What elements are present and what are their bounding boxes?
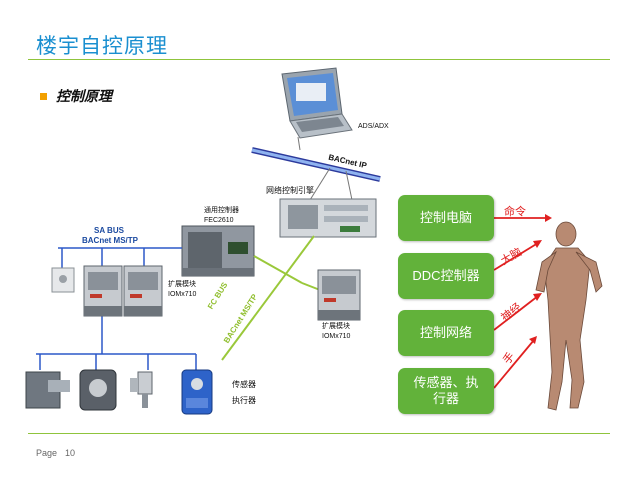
duct-sensor-icon [79,369,117,411]
page-label: Page [36,448,58,458]
damper-sensor-icon [25,371,70,409]
footer: Page 10 [36,448,83,458]
square-bullet-icon [40,93,47,100]
sa-bus-line [36,247,197,370]
iomx710-left-device [83,265,163,317]
footer-divider [28,433,610,434]
page-title: 楼宇自控原理 [36,35,168,58]
expansion-model-right: IOMx710 [322,333,351,340]
controller-model: FEC2610 [204,217,234,224]
sensor-label: 传感器 [232,380,256,389]
analogy-arrows [493,214,552,389]
sa-bus-protocol: BACnet MS/TP [82,236,138,245]
fc-bus-line [221,235,321,361]
expansion-label-right: 扩展模块 [322,323,350,330]
expansion-label-left: 扩展模块 [168,281,196,288]
iomx710-right-device [317,269,361,321]
statue-figure-icon [535,221,603,411]
section-subtitle: 控制原理 [56,88,112,104]
engine-label: 网络控制引擎 [266,186,314,195]
ads-adx-label: ADS/ADX [358,123,389,130]
title-divider [28,59,610,60]
page-number: 10 [65,448,76,458]
expansion-model-left: IOMx710 [168,291,197,298]
sa-bus-label: SA BUS [94,226,124,235]
arrow-label-command: 命令 [504,206,526,218]
thermostat-icon [51,267,75,293]
laptop-icon [281,67,353,139]
controller-label: 通用控制器 [204,207,239,214]
box-ddc-controller: DDC控制器 [398,253,494,299]
network-engine-device [279,198,377,238]
actuator-label: 执行器 [232,396,256,405]
valve-actuator-icon [181,369,213,415]
pressure-sensor-icon [130,371,153,408]
fec2610-controller-device [181,225,255,277]
box-sensors-actuators: 传感器、执行器 [398,368,494,414]
bacnet-ip-bus [251,136,381,201]
box-control-computer: 控制电脑 [398,195,494,241]
box-control-network: 控制网络 [398,310,494,356]
